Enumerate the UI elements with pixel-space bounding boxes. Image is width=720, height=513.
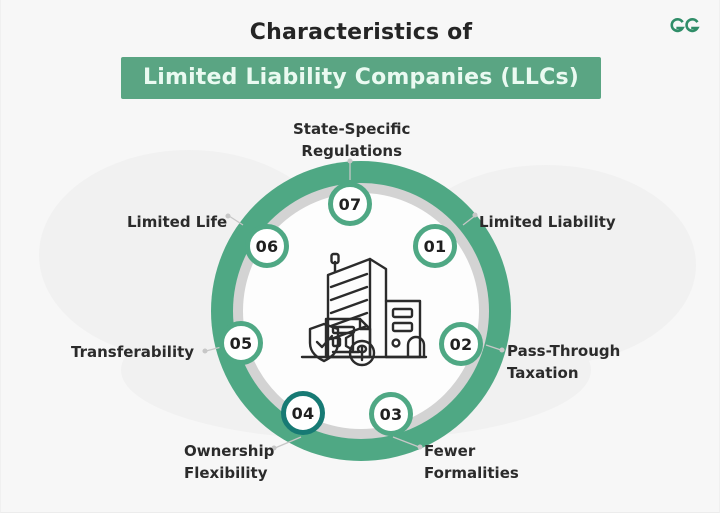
diagram-node-03[interactable]: 03	[369, 392, 413, 436]
diagram-node-03-number: 03	[379, 404, 403, 424]
diagram-node-02-number: 02	[449, 334, 473, 354]
business-building-document-shield-icon	[290, 245, 432, 377]
diagram-node-07[interactable]: 07	[328, 182, 372, 226]
diagram-label-07: State-Specific Regulations	[293, 120, 411, 160]
diagram-label-05: Transferability	[71, 343, 195, 361]
diagram-label-04: Ownership Flexibility	[184, 442, 275, 482]
page-subtitle-banner: Limited Liability Companies (LLCs)	[120, 57, 601, 99]
diagram-node-05-number: 05	[229, 333, 253, 353]
diagram-node-04-number: 04	[291, 403, 315, 423]
diagram-node-02[interactable]: 02	[439, 322, 483, 366]
diagram-label-03: Fewer Formalities	[424, 442, 519, 482]
diagram-node-07-number: 07	[338, 194, 362, 214]
diagram-node-06-number: 06	[255, 236, 279, 256]
diagram-label-01: Limited Liability	[479, 213, 616, 231]
diagram-node-06[interactable]: 06	[245, 224, 289, 268]
page-title: Characteristics of	[249, 20, 473, 45]
diagram-label-06: Limited Life	[127, 213, 228, 231]
diagram-node-01[interactable]: 01	[413, 224, 457, 268]
geeksforgeeks-logo	[667, 10, 707, 40]
diagram-label-02: Pass-Through Taxation	[507, 342, 621, 382]
diagram-node-01-number: 01	[423, 236, 447, 256]
diagram-node-04[interactable]: 04	[281, 391, 325, 435]
diagram-node-05[interactable]: 05	[219, 321, 263, 365]
header: Characteristics of Limited Liability Com…	[1, 18, 720, 99]
